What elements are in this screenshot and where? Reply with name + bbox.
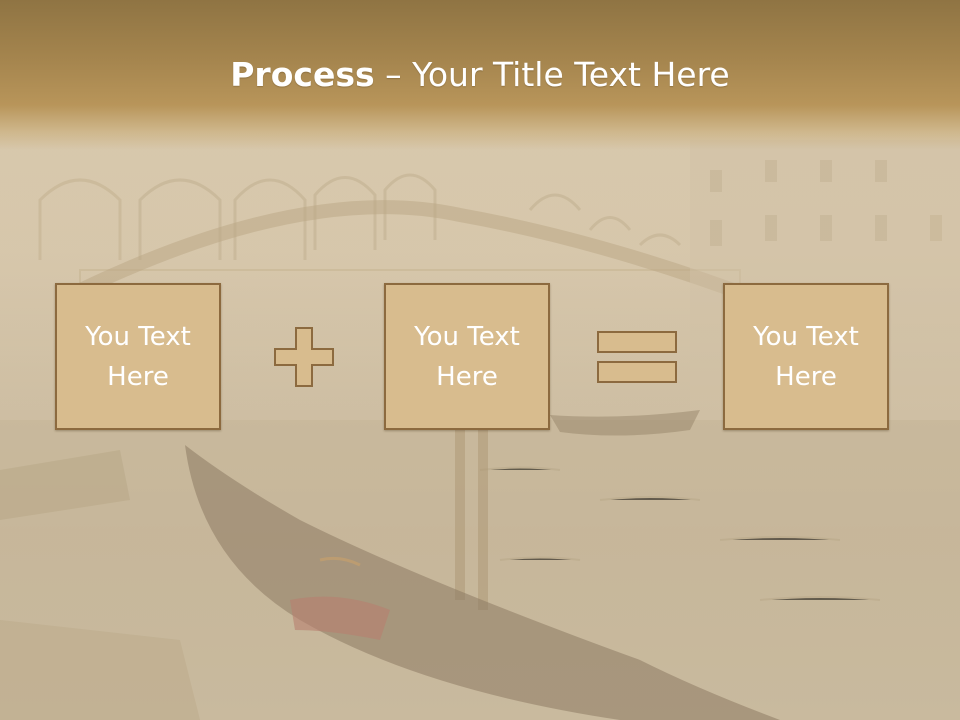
- plus-icon: [274, 327, 334, 387]
- process-box-3[interactable]: You Text Here: [723, 283, 889, 430]
- process-box-1[interactable]: You Text Here: [55, 283, 221, 430]
- title-band: [0, 0, 960, 150]
- slide-title[interactable]: Process – Your Title Text Here: [0, 52, 960, 98]
- equals-icon: [597, 331, 677, 383]
- process-box-1-text: You Text Here: [85, 321, 191, 392]
- process-box-3-text: You Text Here: [753, 321, 859, 392]
- process-box-2[interactable]: You Text Here: [384, 283, 550, 430]
- title-rest-text: – Your Title Text Here: [374, 55, 730, 94]
- process-box-2-text: You Text Here: [414, 321, 520, 392]
- title-bold-text: Process: [230, 55, 375, 94]
